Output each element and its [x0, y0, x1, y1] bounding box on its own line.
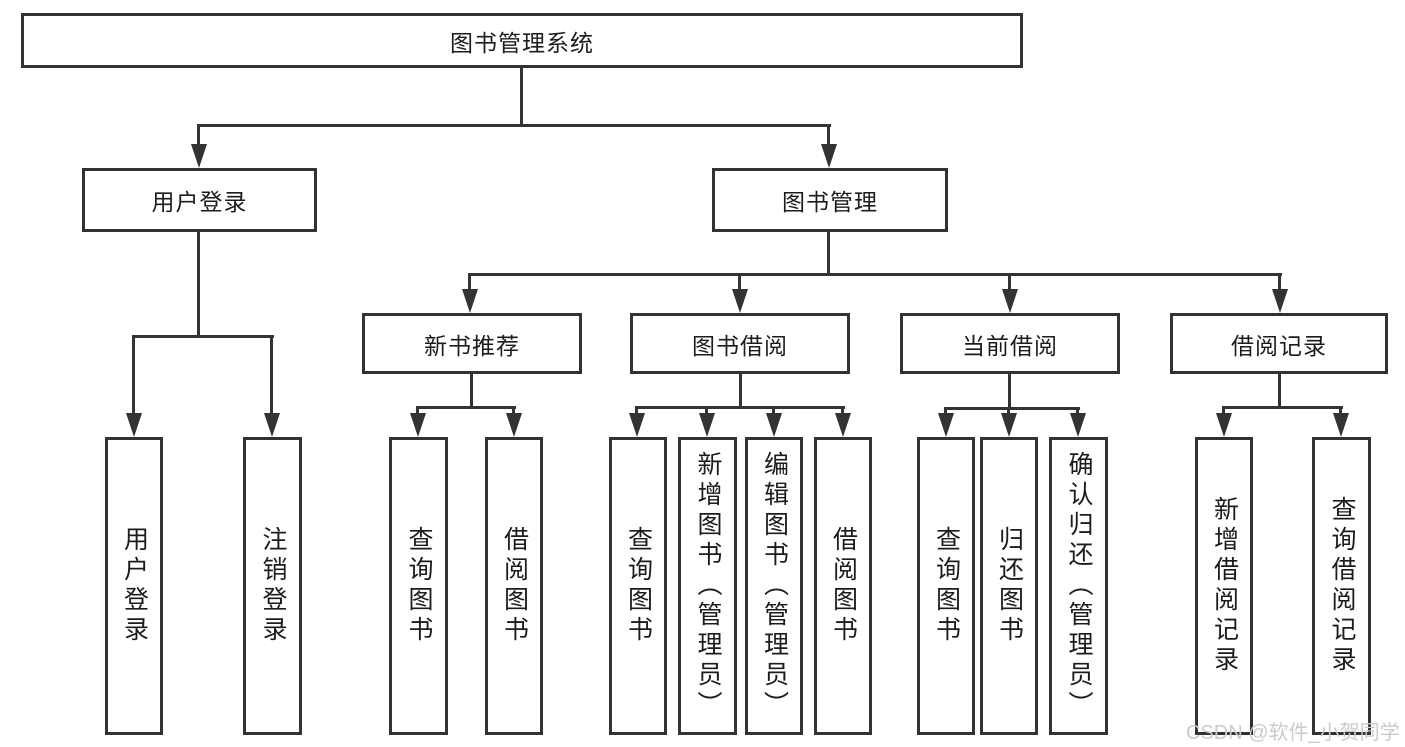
leaf-label: 编辑图书（管理员） — [760, 451, 789, 721]
leaf-query-books-current: 查询图书 — [917, 437, 975, 735]
leaf-label: 借阅图书 — [500, 526, 529, 646]
leaf-label: 查询图书 — [405, 526, 433, 646]
connector-line — [520, 68, 523, 127]
leaf-label: 用户登录 — [120, 526, 149, 646]
leaf-label: 借阅图书 — [829, 526, 858, 646]
arrow-down-icon — [629, 413, 645, 437]
connector-line — [416, 406, 419, 413]
arrow-down-icon — [1070, 413, 1086, 437]
node-book-borrow-label: 图书借阅 — [692, 332, 788, 359]
connector-line — [512, 406, 515, 413]
arrow-down-icon — [506, 413, 522, 437]
connector-line — [705, 406, 708, 413]
arrow-down-icon — [410, 413, 426, 437]
leaf-query-borrow-record: 查询借阅记录 — [1312, 437, 1371, 735]
connector-line — [944, 407, 1080, 410]
connector-line — [1007, 407, 1010, 413]
arrow-down-icon — [1216, 413, 1232, 437]
connector-line — [739, 373, 742, 409]
connector-line — [1278, 374, 1281, 409]
arrow-down-icon — [938, 413, 954, 437]
leaf-confirm-return-admin: 确认归还（管理员） — [1049, 437, 1108, 735]
connector-line — [1008, 374, 1011, 410]
node-book-borrow: 图书借阅 — [630, 313, 850, 374]
connector-line — [197, 124, 831, 127]
connector-line — [841, 406, 844, 413]
arrow-down-icon — [732, 289, 748, 313]
leaf-label: 新增借阅记录 — [1210, 496, 1239, 676]
connector-line — [468, 273, 471, 289]
connector-line — [944, 407, 947, 413]
connector-line — [1339, 406, 1342, 413]
leaf-logout: 注销登录 — [243, 437, 302, 735]
arrow-down-icon — [766, 413, 782, 437]
leaf-label: 确认归还（管理员） — [1065, 451, 1093, 721]
node-user-login-label: 用户登录 — [151, 189, 248, 215]
connector-line — [197, 124, 200, 144]
node-new-book-recommend: 新书推荐 — [362, 313, 582, 374]
connector-line — [270, 335, 273, 413]
leaf-user-login: 用户登录 — [105, 437, 163, 735]
node-root: 图书管理系统 — [21, 13, 1023, 68]
node-book-management-label: 图书管理 — [782, 189, 878, 215]
node-borrow-records: 借阅记录 — [1170, 313, 1388, 374]
node-book-management: 图书管理 — [712, 168, 948, 232]
leaf-label: 归还图书 — [995, 526, 1024, 646]
leaf-label: 注销登录 — [259, 526, 287, 646]
arrow-down-icon — [264, 413, 280, 437]
arrow-down-icon — [835, 413, 851, 437]
node-current-borrow-label: 当前借阅 — [962, 332, 1058, 359]
node-current-borrow: 当前借阅 — [900, 313, 1120, 374]
leaf-borrow-books-recommend: 借阅图书 — [485, 437, 543, 735]
arrow-down-icon — [821, 144, 837, 168]
connector-line — [635, 406, 845, 409]
connector-line — [1008, 273, 1011, 289]
leaf-return-book: 归还图书 — [980, 437, 1038, 735]
leaf-add-borrow-record: 新增借阅记录 — [1195, 437, 1253, 735]
connector-line — [738, 273, 741, 289]
connector-line — [416, 406, 516, 409]
arrow-down-icon — [1272, 289, 1288, 313]
leaf-label: 新增图书（管理员） — [694, 451, 722, 721]
leaf-query-books-borrow: 查询图书 — [609, 437, 667, 735]
arrow-down-icon — [126, 413, 142, 437]
connector-line — [827, 232, 830, 276]
connector-line — [635, 406, 638, 413]
arrow-down-icon — [699, 413, 715, 437]
connector-line — [1222, 406, 1343, 409]
connector-line — [1076, 407, 1079, 413]
connector-line — [197, 232, 200, 338]
leaf-edit-book-admin: 编辑图书（管理员） — [745, 437, 803, 735]
connector-line — [132, 335, 274, 338]
arrow-down-icon — [1002, 289, 1018, 313]
leaf-add-book-admin: 新增图书（管理员） — [678, 437, 737, 735]
leaf-query-books-recommend: 查询图书 — [389, 437, 448, 735]
leaf-label: 查询借阅记录 — [1328, 496, 1356, 676]
connector-line — [827, 124, 830, 144]
csdn-watermark: CSDN @软件_小贺同学 — [1186, 722, 1400, 744]
connector-line — [1278, 273, 1281, 289]
connector-line — [1222, 406, 1225, 413]
arrow-down-icon — [1333, 413, 1349, 437]
leaf-label: 查询图书 — [624, 526, 653, 646]
connector-line — [772, 406, 775, 413]
leaf-label: 查询图书 — [932, 526, 961, 646]
leaf-borrow-books: 借阅图书 — [814, 437, 872, 735]
node-new-book-recommend-label: 新书推荐 — [424, 332, 520, 359]
arrow-down-icon — [1001, 413, 1017, 437]
node-borrow-records-label: 借阅记录 — [1231, 332, 1327, 359]
arrow-down-icon — [191, 144, 207, 168]
arrow-down-icon — [462, 289, 478, 313]
connector-line — [468, 273, 1282, 276]
connector-line — [132, 335, 135, 413]
connector-line — [470, 373, 473, 409]
node-user-login: 用户登录 — [82, 168, 317, 232]
node-root-label: 图书管理系统 — [450, 29, 594, 56]
